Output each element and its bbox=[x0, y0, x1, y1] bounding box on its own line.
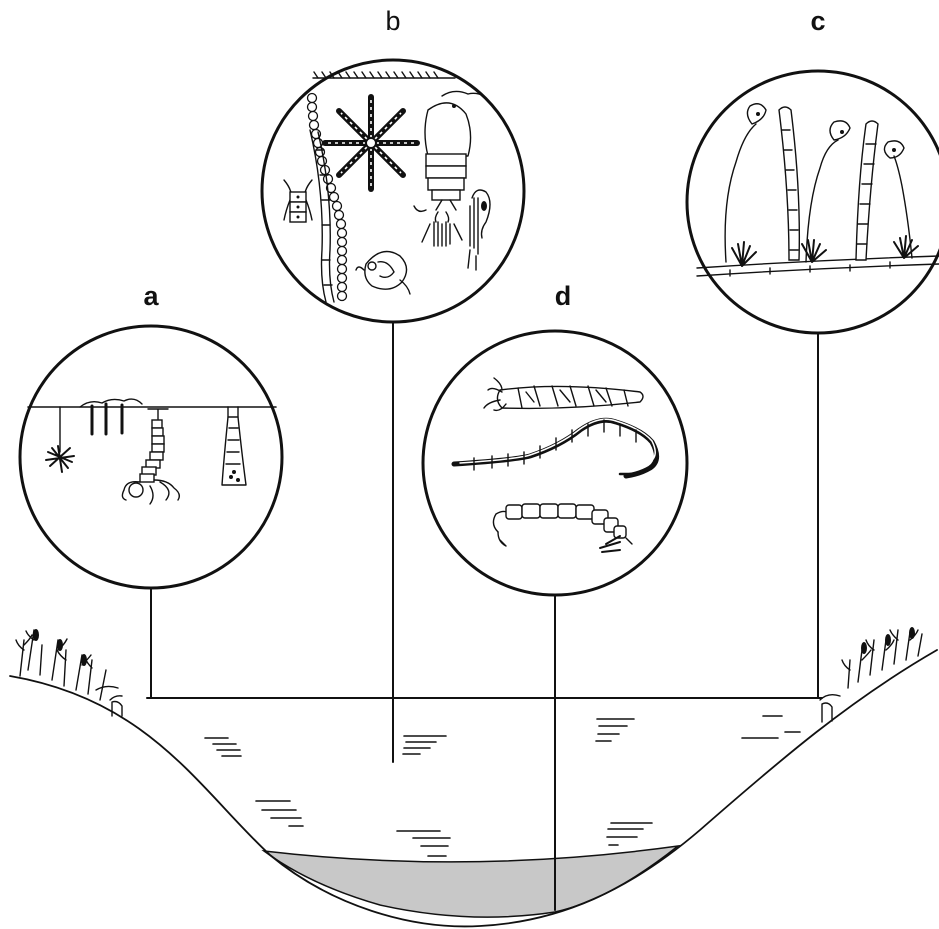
callout-c: c bbox=[687, 6, 939, 333]
label-a: a bbox=[143, 281, 159, 311]
lake-basin bbox=[10, 650, 937, 926]
star-diatom-icon bbox=[325, 97, 417, 189]
water-ripples bbox=[205, 716, 800, 856]
callout-b: b bbox=[262, 6, 524, 322]
right-shore-plants bbox=[820, 627, 922, 722]
left-shore-plants bbox=[16, 629, 122, 716]
label-c: c bbox=[810, 6, 825, 36]
callout-a: a bbox=[20, 281, 282, 588]
circle-c bbox=[687, 71, 939, 333]
label-d: d bbox=[555, 281, 572, 311]
sediment-layer bbox=[264, 846, 678, 917]
label-b: b bbox=[385, 6, 400, 36]
callout-d: d bbox=[423, 281, 687, 595]
